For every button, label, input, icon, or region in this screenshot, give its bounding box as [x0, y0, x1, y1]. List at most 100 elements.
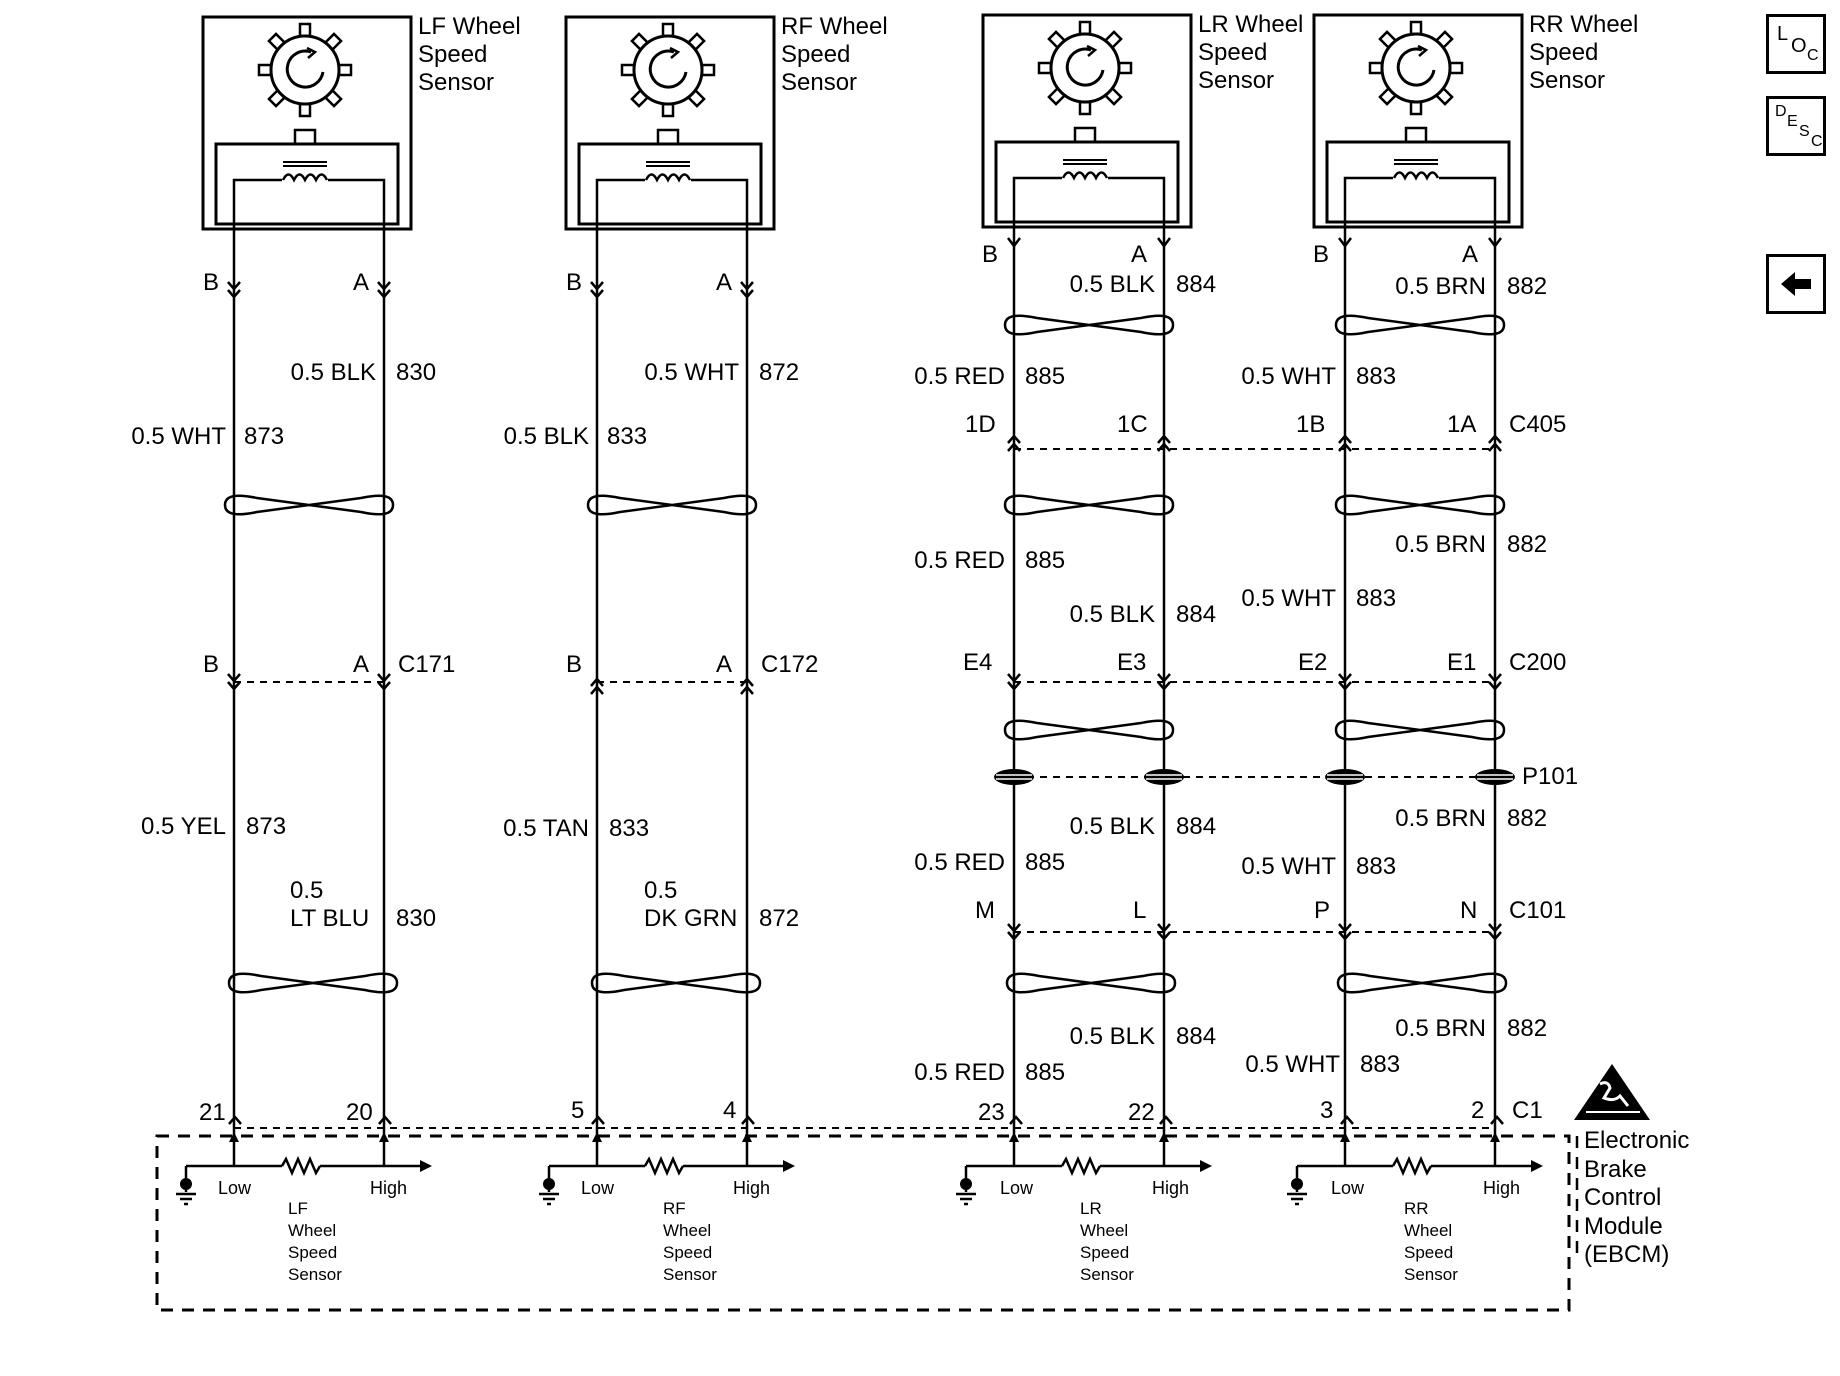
input-label: Sensor	[288, 1265, 342, 1284]
wire-circuit: 884	[1176, 813, 1216, 840]
splice-icon	[993, 768, 1035, 786]
desc-button[interactable]: D E S C	[1766, 96, 1826, 156]
wire-circuit: 883	[1356, 585, 1396, 612]
pin-label: A	[353, 269, 369, 296]
sensor-label: Sensor	[1529, 67, 1605, 94]
wire-color: 0.5 BLK	[291, 359, 376, 386]
desc-letter: E	[1787, 113, 1798, 130]
wire-color: 0.5 WHT	[1241, 363, 1336, 390]
twisted-pair-icon	[223, 494, 395, 516]
low-label: Low	[581, 1178, 615, 1198]
sensor-label: Speed	[418, 41, 487, 68]
wire-circuit: 884	[1176, 1023, 1216, 1050]
twisted-pair-icon	[1334, 719, 1506, 741]
wire-circuit: 830	[396, 359, 436, 386]
wire-circuit: 830	[396, 905, 436, 932]
input-label: Speed	[1404, 1243, 1453, 1262]
rotor-icon	[1368, 20, 1464, 116]
wire-color: 0.5 WHT	[1241, 585, 1336, 612]
input-label: RR	[1404, 1199, 1429, 1218]
pin-label: 1D	[965, 411, 996, 438]
wire-color: 0.5 YEL	[141, 813, 226, 840]
pin-label: A	[716, 651, 732, 678]
low-label: Low	[218, 1178, 252, 1198]
input-label: LR	[1080, 1199, 1102, 1218]
coil-icon	[281, 160, 329, 182]
wire-color: 0.5 BLK	[504, 423, 589, 450]
high-label: High	[1152, 1178, 1189, 1198]
twisted-pair-icon	[1336, 972, 1508, 994]
high-label: High	[370, 1178, 407, 1198]
wire-color: 0.5 WHT	[1241, 853, 1336, 880]
pin-label: 20	[346, 1099, 373, 1126]
module-label: Electronic	[1584, 1127, 1689, 1154]
input-label: Wheel	[288, 1221, 336, 1240]
wire-color: 0.5 BLK	[1070, 271, 1155, 298]
sensor-label: RF Wheel	[781, 13, 888, 40]
pin-label: 3	[1320, 1097, 1333, 1124]
loc-letter: C	[1807, 47, 1819, 64]
connector-id: C200	[1509, 649, 1566, 676]
sensor-label: Sensor	[418, 69, 494, 96]
pin-label: 1C	[1117, 411, 1148, 438]
wire-color: 0.5 RED	[914, 1059, 1005, 1086]
sensor-input-circuit	[954, 1128, 1212, 1206]
input-label: Wheel	[1404, 1221, 1452, 1240]
connector-id: P101	[1522, 763, 1578, 790]
splice-icon	[1143, 768, 1185, 786]
pin-label: 1A	[1447, 411, 1476, 438]
wire-color: 0.5 BLK	[1070, 601, 1155, 628]
pin-label: E2	[1298, 649, 1327, 676]
twisted-pair-icon	[590, 972, 762, 994]
wire-color: 0.5	[290, 877, 323, 904]
twisted-pair-icon	[1334, 494, 1506, 516]
loc-button[interactable]: L O C	[1766, 14, 1826, 74]
wire-color: 0.5	[644, 877, 677, 904]
sensor-label: Speed	[1529, 39, 1598, 66]
wire-color: 0.5 BRN	[1395, 273, 1486, 300]
twisted-pair-icon	[1003, 494, 1175, 516]
coil-icon	[644, 160, 692, 182]
module-label: Control	[1584, 1184, 1661, 1211]
wire-circuit: 885	[1025, 363, 1065, 390]
pin-label: E1	[1447, 649, 1476, 676]
input-label: Speed	[288, 1243, 337, 1262]
wire-color: 0.5 RED	[914, 363, 1005, 390]
pin-label: A	[353, 651, 369, 678]
wire-circuit: 885	[1025, 1059, 1065, 1086]
coil-icon	[1061, 158, 1109, 180]
back-button[interactable]	[1766, 254, 1826, 314]
sensor-box-lr: LR Wheel Speed Sensor	[981, 11, 1303, 229]
desc-letter: C	[1811, 133, 1823, 150]
input-label: Speed	[1080, 1243, 1129, 1262]
wire-circuit: 872	[759, 905, 799, 932]
wire-circuit: 883	[1356, 853, 1396, 880]
wire-circuit: 883	[1360, 1051, 1400, 1078]
wire-color: 0.5 WHT	[1245, 1051, 1340, 1078]
splice-icon	[1324, 768, 1366, 786]
wire-color: 0.5 BRN	[1395, 1015, 1486, 1042]
wire-circuit: 873	[244, 423, 284, 450]
pin-label: A	[716, 269, 732, 296]
pin-label: N	[1460, 897, 1477, 924]
twisted-pair-icon	[1005, 972, 1177, 994]
high-label: High	[1483, 1178, 1520, 1198]
sensor-box-lf: LF Wheel Speed Sensor	[201, 13, 521, 231]
pin-label: 22	[1128, 1099, 1155, 1126]
wire-circuit: 873	[246, 813, 286, 840]
input-label: Wheel	[663, 1221, 711, 1240]
low-label: Low	[1331, 1178, 1365, 1198]
pin-label: B	[982, 241, 998, 268]
sensor-box-rf: RF Wheel Speed Sensor	[564, 13, 888, 231]
module-label: Module	[1584, 1213, 1663, 1240]
sensor-input-circuit	[537, 1128, 795, 1206]
pin-label: B	[1313, 241, 1329, 268]
sensor-input-circuit	[174, 1128, 432, 1206]
pin-label: A	[1131, 241, 1147, 268]
connector-id: C172	[761, 651, 818, 678]
loc-letter: L	[1777, 23, 1789, 45]
twisted-pair-icon	[227, 972, 399, 994]
input-label: Sensor	[1404, 1265, 1458, 1284]
sensor-label: Speed	[1198, 39, 1267, 66]
twisted-pair-icon	[586, 494, 758, 516]
